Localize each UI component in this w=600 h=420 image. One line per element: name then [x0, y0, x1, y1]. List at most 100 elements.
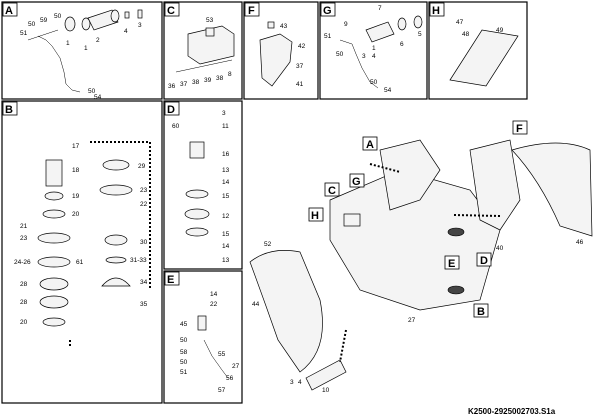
panel-c: C 53 36 37 38 39 38 8	[163, 1, 243, 100]
fender-52	[249, 250, 323, 373]
side-casting	[469, 139, 521, 231]
ring-30	[104, 234, 128, 246]
washer-1	[64, 16, 76, 32]
bracket-42	[259, 33, 293, 87]
panel-h-tag: H	[432, 5, 440, 17]
panel-f-tag: F	[248, 5, 255, 17]
callout-20b: 20	[20, 319, 28, 326]
callout-37: 37	[180, 81, 188, 88]
callout-37: 37	[296, 63, 304, 70]
callout-10: 10	[322, 387, 330, 394]
main-tag-c: C	[324, 182, 340, 197]
callout-50: 50	[336, 51, 344, 58]
callout-35: 35	[140, 301, 148, 308]
callout-3: 3	[222, 110, 226, 117]
main-tag-a: A	[362, 136, 378, 151]
callout-51: 51	[180, 369, 188, 376]
fender-46	[511, 142, 593, 237]
flange-23	[37, 232, 71, 244]
bolt-3	[137, 9, 143, 19]
panel-d-frame	[163, 100, 243, 270]
callout-14: 14	[210, 291, 218, 298]
callout-60: 60	[172, 123, 180, 130]
callout-54: 54	[94, 94, 102, 101]
callout-17: 17	[72, 143, 80, 150]
bolt-4	[124, 11, 130, 19]
svg-text:C: C	[328, 185, 336, 197]
callout-50: 50	[180, 337, 188, 344]
callout-14b: 14	[222, 243, 230, 250]
svg-text:F: F	[516, 123, 523, 135]
callout-23: 23	[20, 235, 28, 242]
main-tag-d: D	[476, 252, 492, 267]
plate-49	[449, 29, 519, 87]
main-tag-e: E	[444, 255, 460, 270]
callout-51: 51	[324, 33, 332, 40]
callout-9: 9	[344, 21, 348, 28]
fitting-45	[197, 315, 207, 331]
callout-40: 40	[496, 245, 504, 252]
ring-19	[44, 191, 64, 201]
callout-50c: 50	[88, 88, 96, 95]
ring-29	[102, 159, 130, 171]
svg-text:D: D	[480, 255, 488, 267]
callout-13b: 13	[222, 257, 230, 264]
bearing-b	[447, 285, 465, 295]
callout-22: 22	[210, 301, 218, 308]
panel-d-tag: D	[167, 104, 175, 116]
callout-19: 19	[72, 193, 80, 200]
panel-h-frame	[428, 1, 528, 100]
callout-39: 39	[204, 77, 212, 84]
callout-4: 4	[124, 28, 128, 35]
callout-5: 5	[418, 31, 422, 38]
callout-7: 7	[378, 5, 382, 12]
callout-58: 58	[180, 349, 188, 356]
panel-a-tag: A	[5, 5, 13, 17]
callout-14: 14	[222, 179, 230, 186]
callout-42: 42	[298, 43, 306, 50]
callout-38: 38	[192, 79, 200, 86]
callout-11: 11	[222, 123, 229, 130]
callout-47: 47	[456, 19, 464, 26]
flange-23b	[99, 184, 133, 196]
callout-53: 53	[206, 17, 214, 24]
callout-36: 36	[168, 83, 176, 90]
pin-16	[189, 141, 205, 159]
svg-text:B: B	[477, 306, 485, 318]
callout-1: 1	[66, 40, 70, 47]
top-casting	[379, 139, 441, 211]
panel-g: G 51 9 50 7 5 6 1 3 4 50 54	[319, 1, 428, 100]
callout-45: 45	[180, 321, 188, 328]
callout-21: 21	[20, 223, 28, 230]
callout-1: 1	[372, 45, 376, 52]
callout-4: 4	[372, 53, 376, 60]
callout-22: 22	[140, 201, 148, 208]
washer-5	[413, 15, 423, 29]
bracket-c	[343, 213, 361, 227]
callout-18: 18	[72, 167, 80, 174]
callout-4: 4	[298, 379, 302, 386]
panel-f-frame	[243, 1, 319, 100]
callout-50b: 50	[54, 13, 62, 20]
callout-50b: 50	[370, 79, 378, 86]
callout-31-33: 31-33	[130, 257, 147, 264]
washer-6	[397, 17, 407, 31]
pin-7	[365, 21, 395, 43]
callout-46: 46	[576, 239, 584, 246]
callout-59: 59	[40, 17, 48, 24]
panel-d: D 60 3 11 16 13 14 15 12 15 14 13	[163, 100, 243, 270]
panel-a-frame	[1, 1, 163, 100]
callout-24-26: 24-26	[14, 259, 31, 266]
cylinder-18	[45, 159, 63, 187]
callout-49: 49	[496, 27, 504, 34]
callout-41: 41	[296, 81, 304, 88]
callout-23b: 23	[140, 187, 148, 194]
bearing-d	[447, 227, 465, 237]
grease-line	[37, 35, 81, 93]
panel-h: H 47 48 49	[428, 1, 528, 100]
main-tag-g: G	[349, 173, 365, 188]
panel-g-frame	[319, 1, 428, 100]
panel-e-frame	[163, 270, 243, 404]
callout-3: 3	[362, 53, 366, 60]
